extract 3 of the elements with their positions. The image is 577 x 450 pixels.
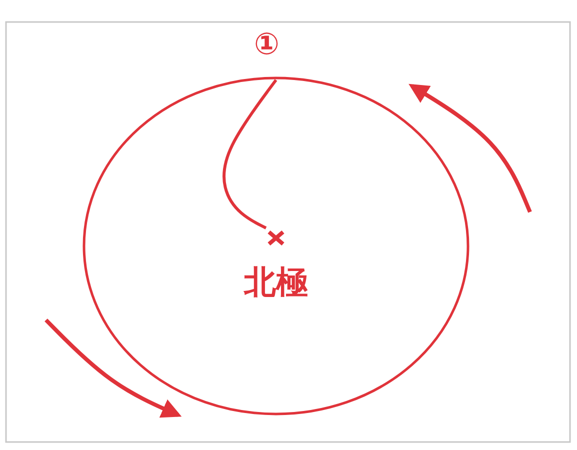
- place-label: 北極: [242, 262, 309, 302]
- number-label: ①: [254, 28, 280, 62]
- curve-line: [222, 79, 278, 230]
